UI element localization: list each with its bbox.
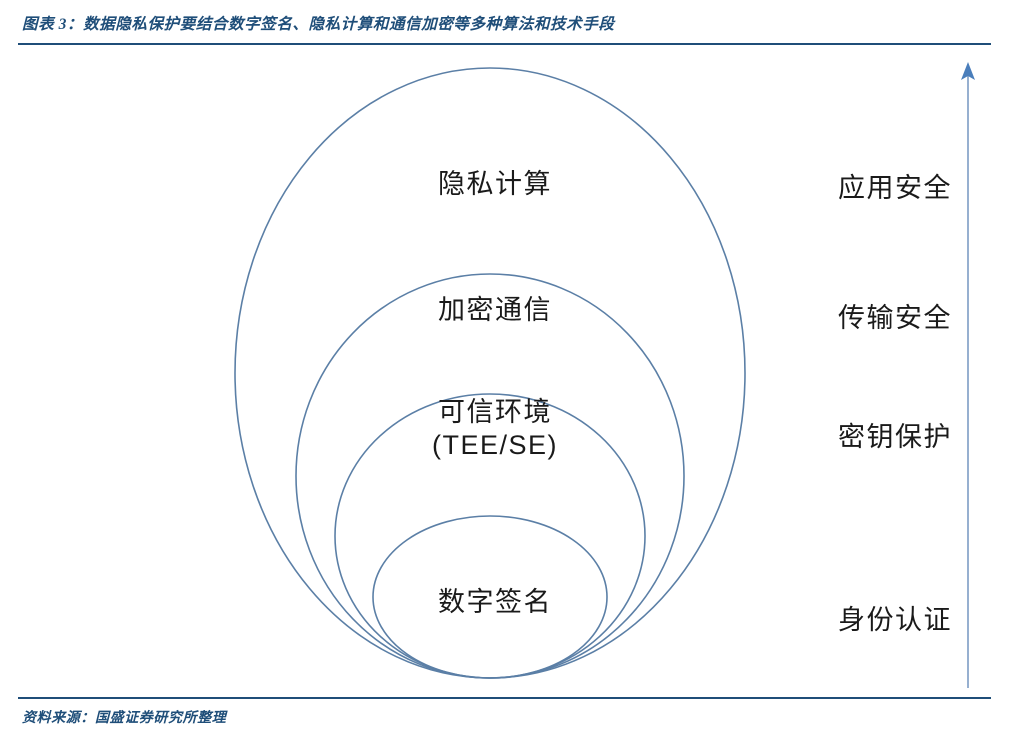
figure-source: 资料来源：国盛证券研究所整理: [22, 711, 227, 726]
upward-arrow: [961, 62, 975, 688]
footer-divider: [18, 697, 991, 699]
header-divider: [18, 43, 991, 45]
diagram-canvas: 隐私计算 加密通信 可信环境 (TEE/SE) 数字签名 应用安全 传输安全 密…: [0, 46, 1009, 697]
axis-label-application-security: 应用安全: [838, 173, 952, 203]
ring-label-digital-signature: 数字签名: [438, 587, 552, 617]
axis-label-transmission-security: 传输安全: [838, 303, 952, 333]
figure-header: 图表 3：数据隐私保护要结合数字签名、隐私计算和通信加密等多种算法和技术手段: [0, 0, 1009, 46]
ring-label-encrypted-communication: 加密通信: [438, 295, 552, 325]
ring-digital-signature-outline: [372, 515, 608, 679]
figure-title: 图表 3：数据隐私保护要结合数字签名、隐私计算和通信加密等多种算法和技术手段: [22, 16, 615, 33]
upward-arrow-head: [961, 62, 975, 80]
nested-circles-svg: [234, 62, 975, 688]
ring-label-privacy-computing: 隐私计算: [438, 169, 552, 199]
ring-label-trusted-environment: 可信环境 (TEE/SE): [431, 397, 559, 460]
axis-label-key-protection: 密钥保护: [838, 422, 952, 452]
axis-label-identity-authentication: 身份认证: [838, 605, 952, 635]
